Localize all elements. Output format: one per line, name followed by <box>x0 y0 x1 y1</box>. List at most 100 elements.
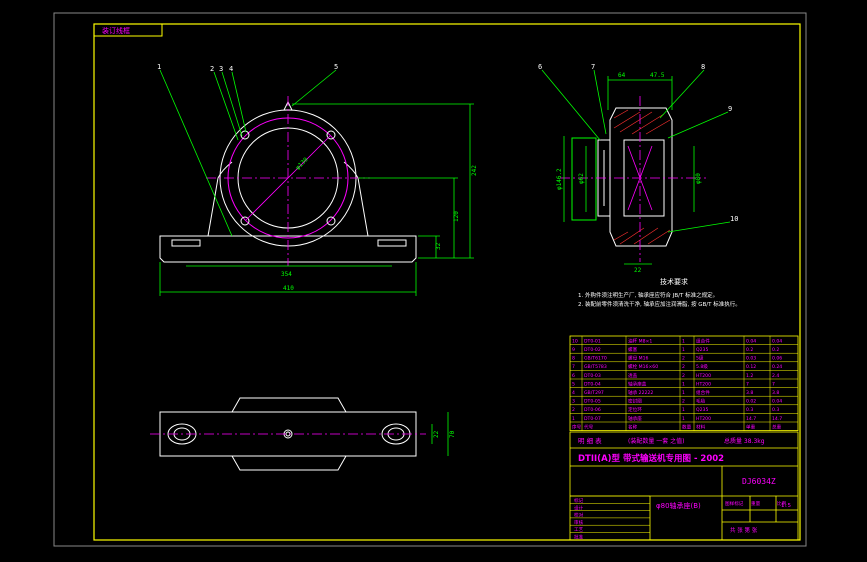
leader-4 <box>231 71 247 133</box>
diag-dim <box>245 135 331 221</box>
parts-header-cell: 序号 <box>572 423 582 430</box>
hatch-line <box>631 113 665 135</box>
series-title: DTII(A)型 带式输送机专用图 - 2002 <box>578 453 724 464</box>
parts-cell: 1 <box>682 390 685 396</box>
front-foot-left <box>171 239 201 247</box>
parts-cell: 0.06 <box>772 356 782 362</box>
leader-7 <box>593 69 607 135</box>
notes-line-1: 1. 外购件须注明生产厂, 轴承座应符合 JB/T 标准之规定。 <box>578 291 718 299</box>
tb-row-label: 标记 <box>574 497 584 504</box>
table-footer-total: 总质量 38.3kg <box>724 437 765 445</box>
front-base <box>159 235 417 263</box>
leader-5 <box>291 69 337 107</box>
parts-cell: 密封圈 <box>628 398 642 405</box>
parts-cell: 5.8级 <box>696 363 708 370</box>
cap-hole <box>326 130 336 140</box>
tb-right-label: 比例 <box>777 500 787 507</box>
parts-cell: DT0-03 <box>584 373 601 379</box>
parts-cell: 2 <box>682 373 685 379</box>
parts-cell: 0.04 <box>772 399 782 405</box>
parts-cell: 7 <box>572 364 575 370</box>
parts-cell: DT0-01 <box>584 338 601 344</box>
parts-cell: 0.02 <box>746 399 756 405</box>
table-footer-left: 明 细 表 <box>578 436 602 445</box>
parts-cell: 3.8 <box>746 390 753 396</box>
sheet-count: 共 张 第 张 <box>730 526 758 534</box>
parts-cell: 3 <box>572 399 575 405</box>
parts-cell: 4 <box>572 390 575 396</box>
parts-cell: Q235 <box>696 407 708 413</box>
parts-cell: 轴承座 <box>628 415 642 422</box>
parts-cell: GB/T6170 <box>584 356 607 362</box>
dim-32: 32 <box>435 242 442 250</box>
parts-cell: 14.7 <box>746 416 756 422</box>
parts-cell: 0.04 <box>772 338 782 344</box>
scale-value: 1:5 <box>781 503 791 509</box>
dim-22: 22 <box>634 267 642 274</box>
title-block-rows: 标记设计校对审核工艺批准图样标记重量比例 <box>570 495 787 541</box>
parts-cell: DT0-07 <box>584 416 601 422</box>
dim-plan-w: 70 <box>449 430 456 438</box>
balloon-1: 1 <box>157 63 161 71</box>
part-name: φ80轴承座(B) <box>656 501 701 510</box>
tb-row-label: 审核 <box>574 519 584 526</box>
hatch-line <box>613 231 629 241</box>
parts-cell: 0.04 <box>746 338 756 344</box>
balloon-9: 9 <box>728 105 732 113</box>
hatch-line <box>613 111 641 129</box>
hatch-line <box>613 109 629 119</box>
notes-line-2: 2. 装配前零件须清洗干净, 轴承应加注润滑脂, 按 GB/T 标准执行。 <box>578 300 741 308</box>
parts-cell: 1 <box>682 338 685 344</box>
tb-row-label: 工艺 <box>574 527 584 533</box>
leader-9 <box>667 111 729 139</box>
parts-cell: 7 <box>772 381 775 387</box>
balloon-3: 3 <box>219 65 223 73</box>
tb-row-label: 批准 <box>574 534 584 541</box>
parts-cell: 10 <box>572 338 578 344</box>
parts-cell: 8 <box>572 356 575 362</box>
parts-cell: 0.03 <box>746 356 756 362</box>
side-view <box>571 107 673 247</box>
parts-cell: 组合件 <box>696 389 710 396</box>
leader-6 <box>541 69 601 141</box>
front-centerlines <box>206 96 370 266</box>
cap-hole <box>326 216 336 226</box>
leader-3 <box>221 71 243 137</box>
hatch-line <box>619 111 653 133</box>
parts-cell: 轴承 22222 <box>628 389 653 396</box>
front-leaders <box>159 69 474 296</box>
sheet-border <box>53 12 807 547</box>
plan-outline <box>159 397 417 471</box>
side-leaders <box>541 69 731 265</box>
parts-cell: 螺栓 M16×60 <box>628 363 658 370</box>
parts-cell: 油杯 M8×1 <box>628 337 652 344</box>
parts-cell: 9 <box>572 347 575 353</box>
parts-cell: 5级 <box>696 355 704 362</box>
dim-62: φ62 <box>578 173 585 184</box>
cap-hole <box>240 130 250 140</box>
parts-cell: DT0-02 <box>584 347 601 353</box>
parts-cell: 定位环 <box>628 406 642 413</box>
parts-cell: 0.3 <box>772 407 779 413</box>
title-block <box>569 431 799 541</box>
parts-cell: 14.7 <box>772 416 782 422</box>
parts-cell: 螺塞 <box>628 346 638 353</box>
parts-cell: 毛毡 <box>696 398 706 405</box>
parts-cell: 7 <box>746 381 749 387</box>
parts-cell: 螺母 M16 <box>628 355 649 362</box>
parts-cell: HT200 <box>696 416 711 422</box>
parts-cell: 2 <box>682 356 685 362</box>
leader-2 <box>213 71 239 141</box>
parts-cell: DT0-06 <box>584 407 601 413</box>
balloon-6: 6 <box>538 63 542 71</box>
parts-cell: 轴承座盖 <box>628 380 647 387</box>
dim-146: φ146.2 <box>556 168 563 190</box>
parts-cell: DT0-04 <box>584 381 601 387</box>
parts-header-cell: 材料 <box>696 423 706 430</box>
dim-410: 410 <box>283 285 294 292</box>
parts-cell: 5 <box>572 381 575 387</box>
hatch-line <box>633 227 659 245</box>
leader-10 <box>667 221 731 233</box>
parts-cell: 2.4 <box>772 373 779 379</box>
